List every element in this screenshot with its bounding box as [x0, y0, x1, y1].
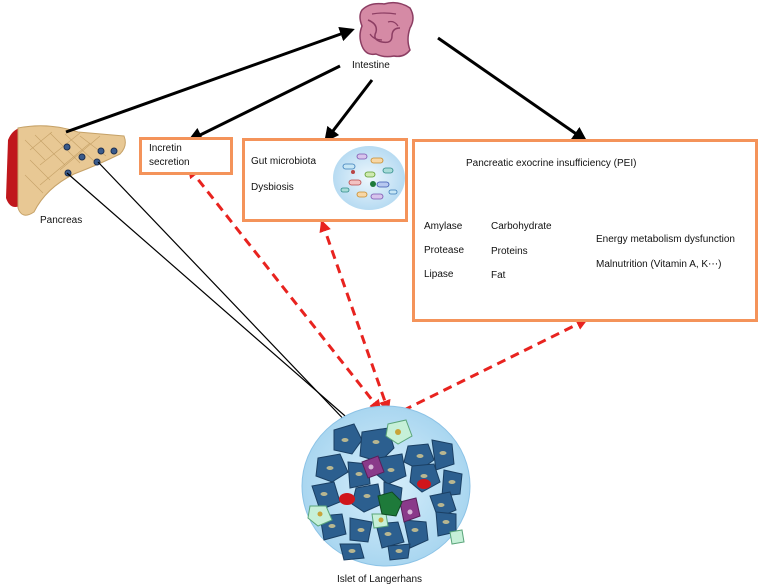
- dashed-arrow-pei-islet: [389, 318, 589, 418]
- pancreas-label: Pancreas: [40, 215, 83, 226]
- incretin-label-line2: secretion: [149, 157, 190, 168]
- dysbiosis-label: Dysbiosis: [251, 182, 294, 193]
- arrow-pancreas-to-intestine: [65, 26, 355, 134]
- intestine-label: Intestine: [352, 60, 390, 71]
- pei-title: Pancreatic exocrine insufficiency (PEI): [466, 158, 637, 169]
- substrate-proteins: Proteins: [491, 246, 528, 257]
- pancreas-icon: [6, 125, 126, 216]
- dashed-arrow-microbiota-islet: [319, 219, 391, 413]
- substrate-fat: Fat: [491, 270, 506, 281]
- enzyme-lipase: Lipase: [424, 269, 454, 280]
- enzyme-amylase: Amylase: [424, 221, 463, 232]
- gut-microbiota-label: Gut microbiota: [251, 156, 317, 167]
- dashed-arrows: [187, 166, 589, 418]
- outcome-malnutrition: Malnutrition (Vitamin A, K⋯): [596, 259, 722, 270]
- substrate-carbohydrate: Carbohydrate: [491, 221, 552, 232]
- incretin-label-line1: Incretin: [149, 143, 182, 154]
- pei-box: [412, 139, 758, 322]
- enzyme-protease: Protease: [424, 245, 465, 256]
- islet-label: Islet of Langerhans: [337, 574, 423, 585]
- intestine-icon: [359, 1, 414, 58]
- microbiota-icon: [333, 146, 405, 210]
- islet-icon: [301, 405, 471, 567]
- arrow-intestine-to-gut-microbiota: [324, 79, 374, 143]
- incretin-box: [139, 137, 233, 175]
- solid-arrows: [65, 26, 588, 143]
- arrow-intestine-to-pei: [437, 36, 588, 142]
- arrow-intestine-to-incretin: [187, 64, 341, 142]
- outcome-energy-metabolism: Energy metabolism dysfunction: [596, 234, 735, 245]
